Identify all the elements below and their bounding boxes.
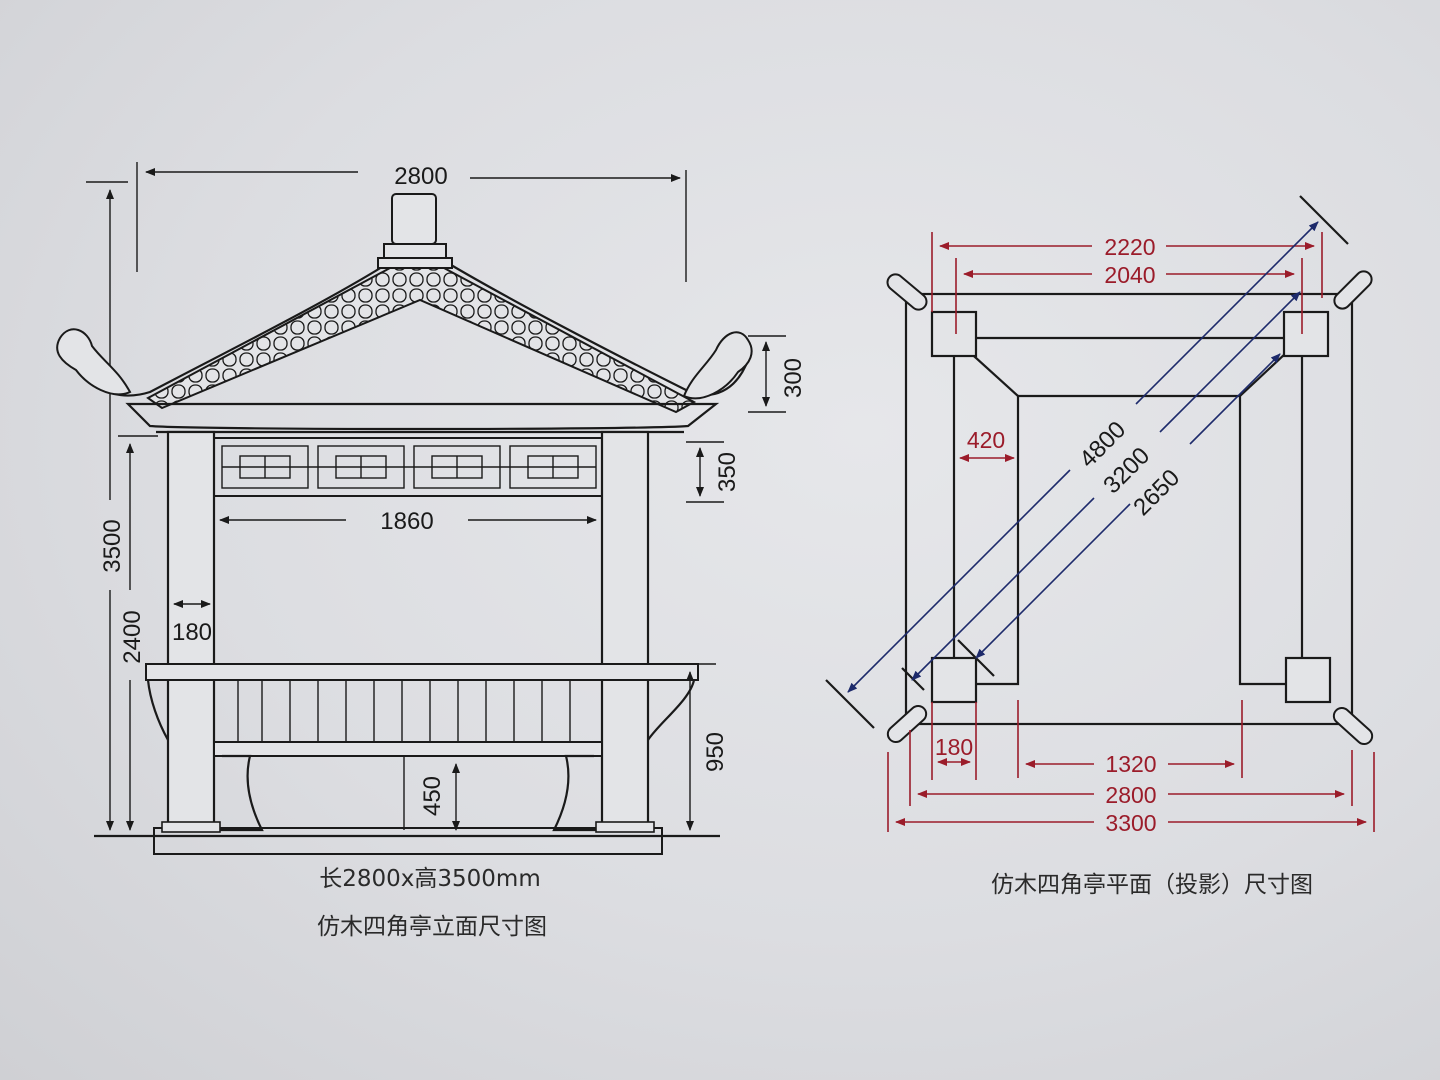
roof-hip-bottom-right: [1332, 706, 1374, 746]
finial-plinth: [377, 257, 453, 269]
plan-drawing: 2220 2040 420 4800 3200 2650 180 1320: [825, 195, 1375, 898]
right-column-foot: [595, 821, 655, 833]
dim-top-inner: 2040: [1104, 262, 1155, 288]
dim-line: [1159, 291, 1301, 433]
bench-backrest: [213, 679, 603, 743]
roof-hip-top-right: [1333, 270, 1373, 310]
dim-line: [911, 497, 1095, 681]
dim-total-height: 3500: [99, 519, 126, 572]
elevation-caption-title: 仿木四角亭立面尺寸图: [317, 914, 547, 940]
bench-right-leg: [552, 754, 602, 832]
right-column: [600, 430, 650, 830]
right-dragon-ornament: [682, 331, 753, 400]
post-bottom-right: [1284, 656, 1332, 704]
dim-post-size: 180: [935, 734, 973, 760]
dim-column-width: 180: [172, 619, 212, 646]
dim-frieze-height: 350: [714, 452, 741, 492]
dim-line: [1189, 353, 1281, 445]
roof-hip-top-left: [886, 273, 928, 311]
bench-seat: [213, 741, 603, 757]
ext-line: [825, 679, 875, 729]
roof-hip-bottom-left: [886, 704, 928, 744]
dim-bottom-inner: 1320: [1105, 751, 1156, 777]
dim-inner-span: 1860: [380, 508, 433, 535]
dim-column-height: 2400: [119, 610, 146, 663]
dim-line: [975, 503, 1131, 659]
bench-top-rail: [145, 663, 699, 681]
post-top-right: [1282, 310, 1330, 358]
dim-line: [847, 469, 1071, 693]
bench-balusters: [237, 680, 571, 742]
dim-line: [1135, 221, 1319, 405]
post-bottom-left: [930, 656, 978, 704]
roof-finial: [391, 193, 437, 245]
elevation-caption-size: 长2800x高3500mm: [319, 866, 541, 892]
dim-bottom-mid: 2800: [1105, 782, 1156, 808]
dim-roof-tip-height: 300: [780, 358, 807, 398]
dim-bench-depth: 420: [967, 427, 1005, 453]
dim-seat-leg-height: 450: [419, 776, 446, 816]
plan-bench-outline: [952, 336, 1304, 686]
right-ridge: [445, 261, 750, 396]
eave-band: [125, 402, 720, 431]
post-top-left: [930, 310, 978, 358]
plinth-base: [153, 827, 663, 855]
plan-outer-outline: [904, 292, 1354, 726]
roof-tiles: [146, 267, 697, 414]
dim-total-width: 2800: [394, 163, 447, 190]
ext-line: [1299, 195, 1349, 245]
frieze-lattice: [213, 437, 603, 497]
left-dragon-ornament: [56, 328, 132, 396]
dim-top-outer: 2220: [1104, 234, 1155, 260]
bench-left-leg: [214, 754, 264, 832]
dim-bench-height: 950: [702, 732, 729, 772]
lattice-panels: [221, 445, 597, 489]
left-column: [166, 430, 216, 830]
dim-bottom-outer: 3300: [1105, 810, 1156, 836]
left-column-foot: [161, 821, 221, 833]
elevation-drawing: 2800 3500 2400: [56, 162, 807, 940]
right-bracket: [647, 679, 696, 741]
finial-base: [383, 243, 447, 259]
left-bracket: [146, 679, 169, 741]
plan-caption: 仿木四角亭平面（投影）尺寸图: [991, 872, 1313, 898]
